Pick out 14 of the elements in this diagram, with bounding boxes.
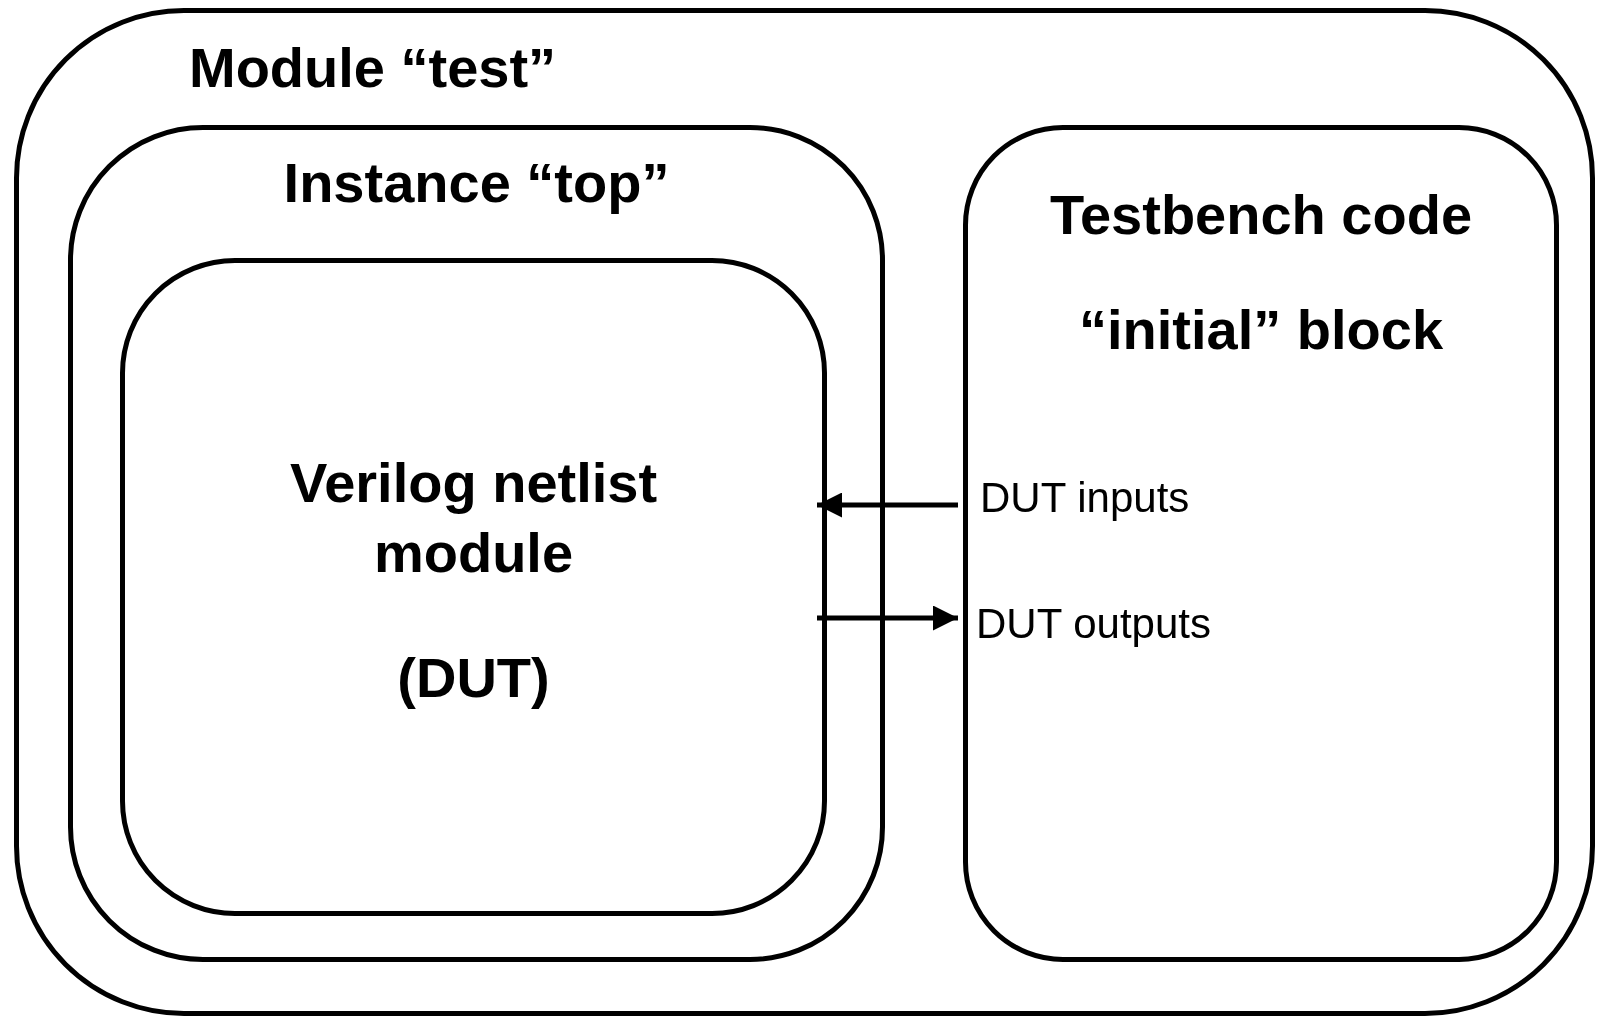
box-subtitle: “initial” block <box>1077 297 1445 363</box>
edge-label: DUT outputs <box>976 600 1211 648</box>
arrow <box>817 492 958 518</box>
rounded-box <box>963 125 1559 962</box>
box-title: Module “test” <box>189 35 557 101</box>
box-title: Testbench code <box>1048 182 1474 248</box>
box-subtitle: (DUT) <box>396 645 551 711</box>
edge-label: DUT inputs <box>980 474 1190 522</box>
box-title: Instance “top” <box>282 150 671 216</box>
rounded-box <box>120 258 827 916</box>
box-title: Verilog netlist module <box>288 450 659 586</box>
rounded-box <box>68 125 885 962</box>
arrow <box>817 605 958 631</box>
rounded-box <box>14 8 1595 1016</box>
